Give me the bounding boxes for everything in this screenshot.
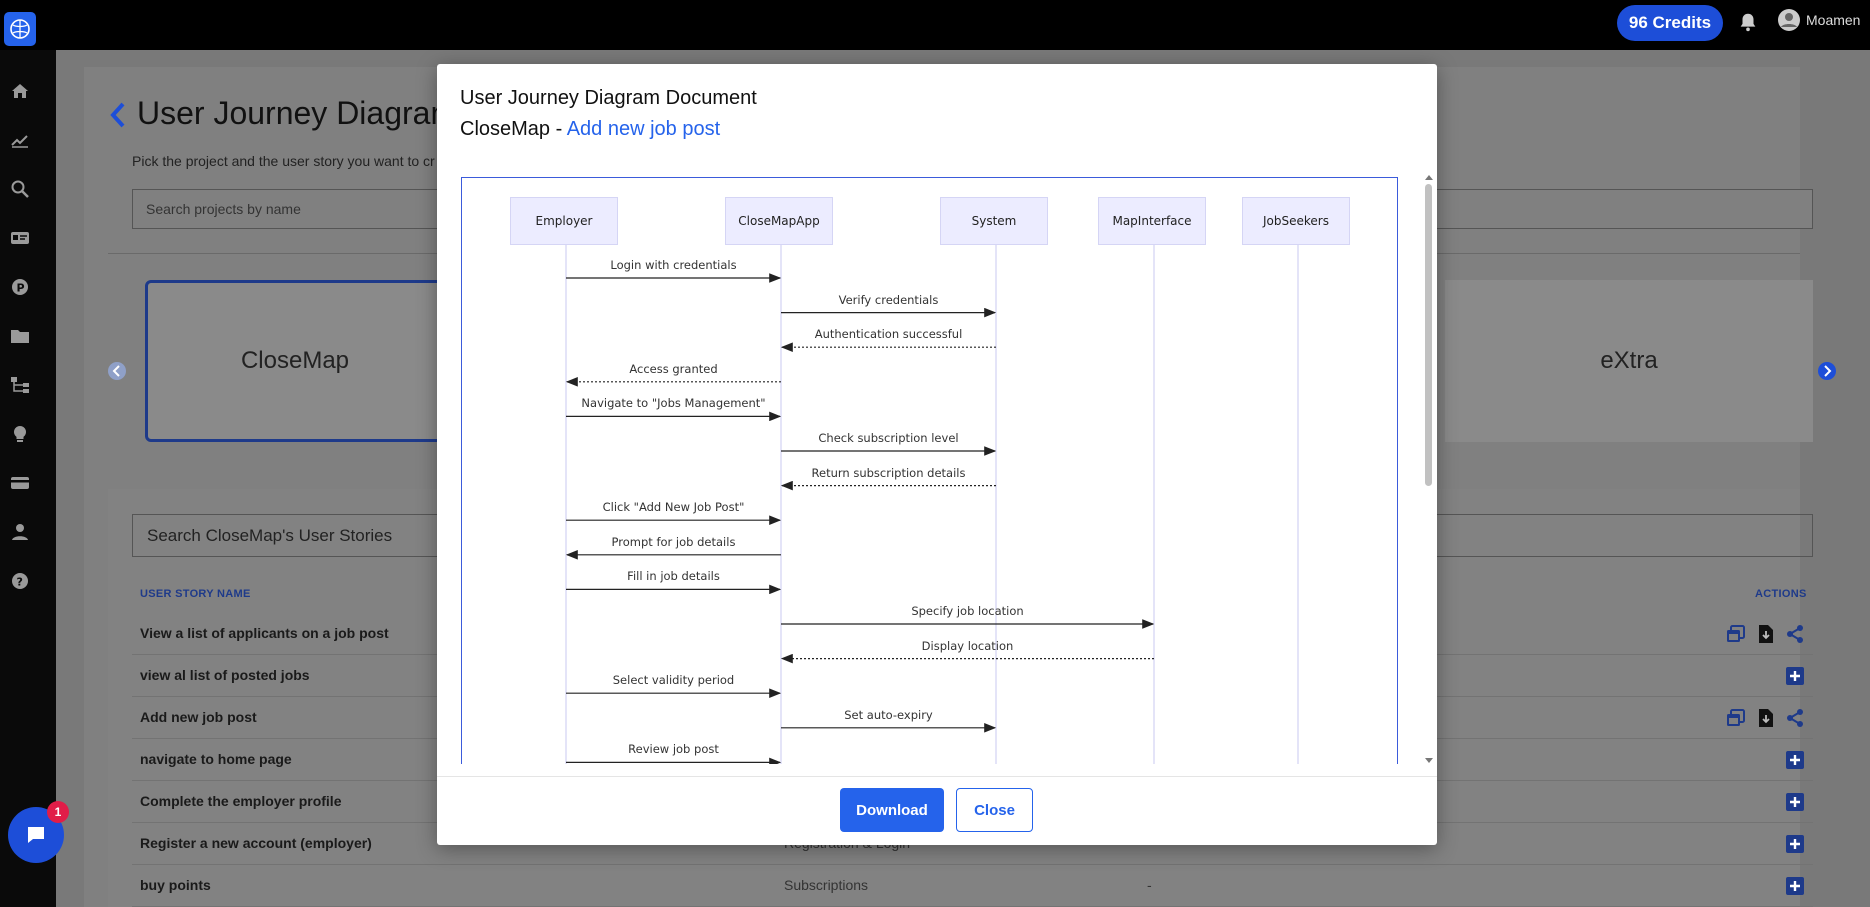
story-name[interactable]: navigate to home page [140,751,292,767]
svg-text:?: ? [17,576,23,589]
carousel-next-icon[interactable] [1817,361,1837,381]
folder-icon[interactable] [10,326,30,346]
diagram-modal: User Journey Diagram Document CloseMap -… [437,64,1437,845]
svg-text:P: P [17,282,25,295]
add-diagram-icon[interactable] [1785,834,1805,854]
project-card-extra[interactable]: eXtra [1445,280,1813,442]
participant-mapinterface: MapInterface [1098,197,1206,245]
lightbulb-icon[interactable] [10,424,30,444]
message-label: Set auto-expiry [844,707,933,722]
message-label: Login with credentials [610,258,737,272]
table-row: buy points Subscriptions - [132,865,1813,907]
view-diagram-icon[interactable] [1726,708,1746,728]
add-diagram-icon[interactable] [1785,792,1805,812]
user-name[interactable]: Moamen [1806,12,1861,28]
story-name[interactable]: Complete the employer profile [140,793,342,809]
story-epic: Subscriptions [784,877,869,893]
sitemap-icon[interactable] [10,375,30,395]
product-icon[interactable]: P [10,277,30,297]
column-header-actions: ACTIONS [1755,588,1807,600]
story-name[interactable]: view al list of posted jobs [140,667,310,683]
user-avatar-icon[interactable] [1777,8,1801,32]
participant-employer: Employer [510,197,618,245]
chat-icon [28,827,44,843]
diagram-scrollbar[interactable] [1423,172,1435,766]
bell-icon[interactable] [1737,11,1759,33]
carousel-prev-icon[interactable] [107,361,127,381]
chat-notification-badge: 1 [47,801,69,823]
story-name[interactable]: Register a new account (employer) [140,835,372,851]
story-extra: - [1147,877,1152,893]
modal-footer-divider [437,776,1437,777]
modal-title: User Journey Diagram Document [460,87,757,109]
download-icon[interactable] [1756,624,1776,644]
participant-system: System [940,197,1048,245]
participant-jobseekers: JobSeekers [1242,197,1350,245]
scrollbar-thumb[interactable] [1425,184,1432,486]
message-label: Authentication successful [814,327,963,342]
share-icon[interactable] [1785,708,1805,728]
download-icon[interactable] [1756,708,1776,728]
message-label: Check subscription level [818,431,959,445]
project-card-closemap[interactable]: CloseMap [145,280,445,442]
add-diagram-icon[interactable] [1785,666,1805,686]
diagram-canvas [565,245,1299,764]
message-label: Verify credentials [838,292,939,307]
brain-logo-icon[interactable] [4,12,36,46]
message-label: Review job post [628,742,719,757]
close-button[interactable]: Close [956,788,1033,832]
page-title: User Journey Diagram [137,95,458,131]
column-header-story-name: USER STORY NAME [140,588,251,600]
sequence-diagram: Employer CloseMapApp System MapInterface Job… [461,177,1398,764]
home-icon[interactable] [10,81,30,101]
page-subtitle: Pick the project and the user story you … [132,153,435,169]
modal-separator: - [550,118,567,140]
search-analysis-icon[interactable] [10,179,30,199]
add-diagram-icon[interactable] [1785,876,1805,896]
download-button[interactable]: Download [840,788,944,832]
add-diagram-icon[interactable] [1785,750,1805,770]
message-label: Navigate to "Jobs Management" [581,396,766,411]
view-diagram-icon[interactable] [1726,624,1746,644]
credit-card-icon[interactable] [10,473,30,493]
message-label: Access granted [629,361,718,376]
help-icon[interactable]: ? [10,571,30,591]
modal-story-link[interactable]: Add new job post [566,118,721,140]
story-name[interactable]: buy points [140,877,211,893]
id-card-icon[interactable] [10,228,30,248]
message-label: Select validity period [612,673,735,688]
story-name[interactable]: View a list of applicants on a job post [140,625,389,641]
back-chevron-icon[interactable] [108,100,128,130]
user-icon[interactable] [10,522,30,542]
sidebar: P ? [0,50,56,907]
chart-icon[interactable] [10,130,30,150]
message-label: Specify job location [911,604,1024,618]
story-name[interactable]: Add new job post [140,709,257,725]
share-icon[interactable] [1785,624,1805,644]
message-label: Display location [921,638,1014,653]
message-label: Click "Add New Job Post" [602,500,745,515]
top-bar: 96 Credits Moamen [0,0,1870,50]
modal-subtitle: CloseMap - Add new job post [460,118,720,141]
message-label: Fill in job details [627,569,720,584]
message-label: Return subscription details [811,465,966,480]
credits-badge[interactable]: 96 Credits [1617,5,1723,41]
participant-closemapapp: CloseMapApp [725,197,833,245]
message-label: Prompt for job details [611,534,736,549]
modal-project-name: CloseMap [460,118,551,140]
